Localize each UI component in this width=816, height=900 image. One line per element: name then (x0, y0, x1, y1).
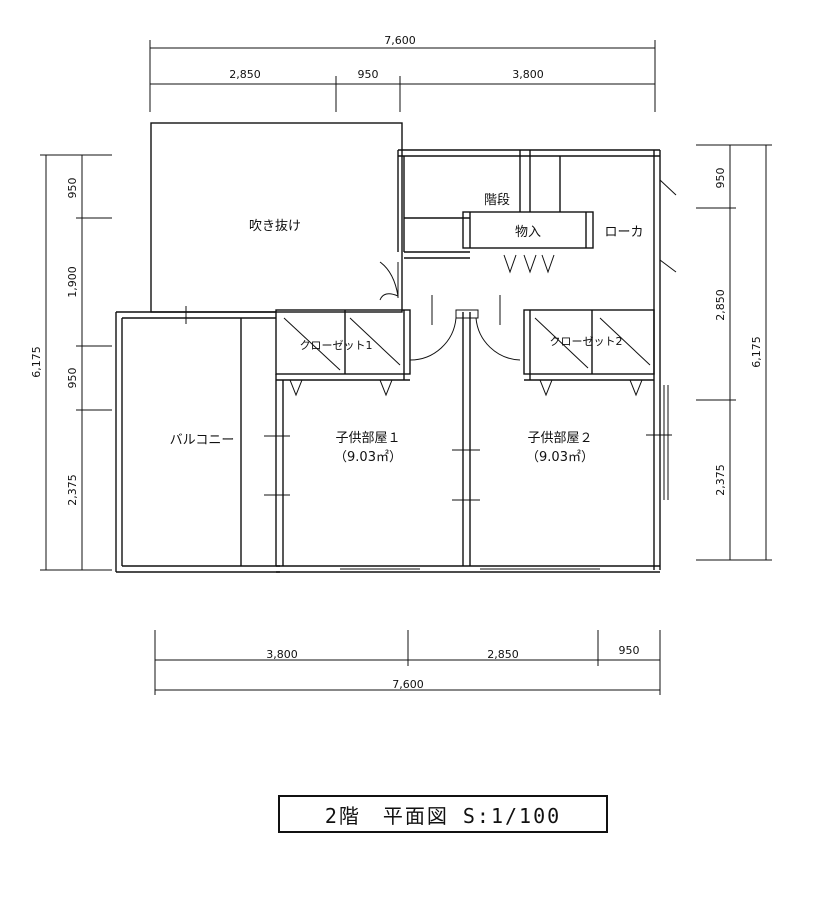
dim-left-total: 6,175 (30, 346, 43, 378)
dim-top-seg-3: 3,800 (512, 68, 544, 81)
dim-bottom-seg-1: 3,800 (266, 648, 298, 661)
dim-bottom-total: 7,600 (392, 678, 424, 691)
drawing-title: 2階 平面図 S:1/100 (278, 795, 608, 833)
dim-right-total: 6,175 (750, 336, 763, 368)
dim-left-seg-3: 950 (66, 368, 79, 389)
dim-top-total: 7,600 (384, 34, 416, 47)
room-label-kodomo2: 子供部屋２ (527, 431, 592, 446)
dim-top-seg-2: 950 (358, 68, 379, 81)
room-label-kodomo1: 子供部屋１ (335, 431, 400, 446)
void-outline (150, 122, 403, 313)
door-details (185, 179, 677, 570)
dim-left-seg-1: 950 (66, 178, 79, 199)
room-label-monoire: 物入 (515, 225, 541, 240)
dim-bottom-seg-3: 950 (619, 644, 640, 657)
dim-left-seg-2: 1,900 (66, 266, 79, 298)
dim-left-seg-4: 2,375 (66, 474, 79, 506)
dim-right-seg-3: 2,375 (714, 464, 727, 496)
dim-right-seg-2: 2,850 (714, 289, 727, 321)
dim-top-seg-1: 2,850 (229, 68, 261, 81)
left-dimension-lines (40, 154, 112, 571)
room-label-fukinuke: 吹き抜け (249, 218, 301, 234)
room-label-closet1: クローゼット1 (300, 339, 373, 352)
walls (115, 122, 661, 573)
room-area-kodomo1: （9.03㎡） (334, 450, 402, 465)
room-label-closet2: クローゼット2 (550, 335, 623, 348)
room-label-roka: ローカ (604, 225, 643, 240)
room-area-kodomo2: （9.03㎡） (526, 450, 594, 465)
dim-right-seg-1: 950 (714, 168, 727, 189)
right-dimension-lines (696, 144, 772, 561)
bottom-dimension-lines (154, 630, 661, 695)
dim-bottom-seg-2: 2,850 (487, 648, 519, 661)
top-dimension-lines (149, 40, 656, 112)
room-label-kaidan: 階段 (484, 193, 510, 208)
room-label-balcony: バルコニー (170, 433, 235, 448)
